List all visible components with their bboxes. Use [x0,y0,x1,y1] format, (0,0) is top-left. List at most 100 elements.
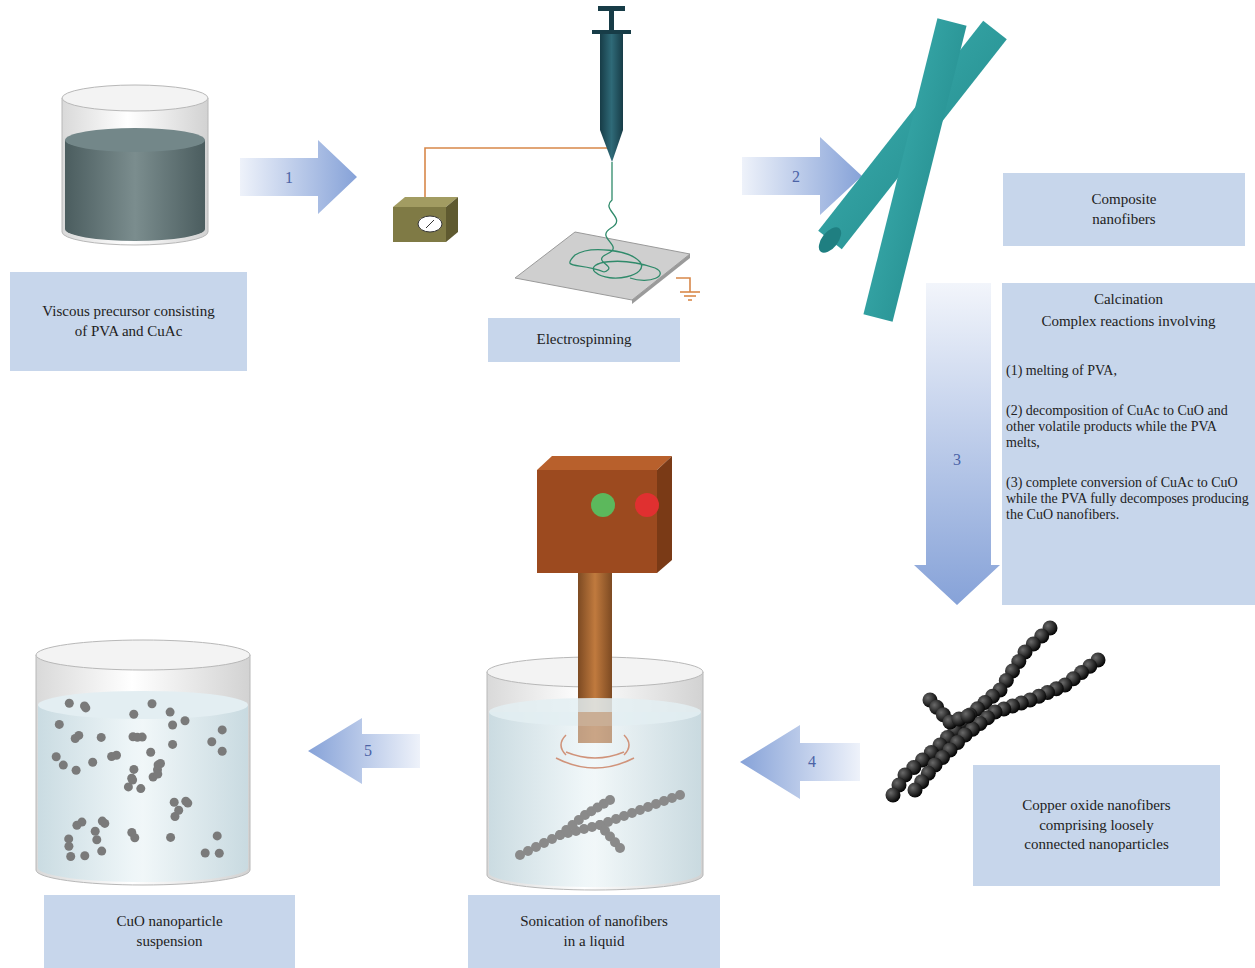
nanoparticle [65,699,74,708]
illustration-part [36,655,250,885]
nanoparticle [72,821,81,830]
illustration-part [578,573,612,743]
nanoparticle [72,766,81,775]
illustration-part [657,456,672,573]
caption-text: CuO nanoparticle suspension [105,912,235,951]
nanoparticle [170,798,179,807]
note-item: (2) decomposition of CuAc to CuO and oth… [1006,403,1251,451]
nanoparticle [88,758,97,767]
nanoparticle [213,831,222,840]
note-heading: Calcination [1006,289,1251,311]
nanoparticle [66,852,75,861]
nanoparticle [215,849,224,858]
nanoparticle [98,817,107,826]
illustration-part [609,8,614,32]
nanoparticle [52,752,61,761]
illustration-part [65,128,205,152]
nanoparticle [136,784,145,793]
illustration-part [515,790,685,860]
caption-box: CuO nanoparticle suspension [44,895,295,968]
illustration-part [591,493,615,517]
note-item: (3) complete conversion of CuAc to CuO w… [1006,475,1251,523]
illustration-part [680,291,700,293]
illustration-part [578,712,612,743]
illustration-part [676,278,690,292]
nanoparticle [166,708,175,717]
nanoparticle [181,797,190,806]
process-note-box: CalcinationComplex reactions involving (1… [1002,283,1255,605]
callout-number: 4 [808,753,816,771]
nanoparticle [207,737,216,746]
nanoparticle [886,788,901,803]
illustration-part [36,640,250,670]
illustration-part [878,22,952,318]
step-arrow [914,283,1000,605]
illustration-part [393,207,446,242]
illustration-part [561,735,566,755]
caption-text: Electrospinning [537,330,632,350]
callout-number: 2 [792,168,800,186]
illustration-part [556,758,634,768]
nanoparticle [174,806,183,815]
illustration-part [425,148,611,203]
illustration-part [624,735,629,755]
illustration-part [570,250,660,281]
illustration-part [515,232,690,300]
note-heading: Complex reactions involving [1006,311,1251,333]
nanoparticle [168,721,177,730]
illustration-part [38,691,248,719]
nanoparticle [146,748,155,757]
nanoparticle [124,782,133,791]
note-item: (1) melting of PVA, [1006,363,1251,379]
illustration-part [598,6,625,11]
nanoparticle [201,849,210,858]
nanoparticle [74,731,83,740]
nanoparticle [615,843,625,853]
nanoparticle [92,835,101,844]
caption-box: Composite nanofibers [1003,173,1245,246]
illustration-part [418,216,442,232]
nanoparticle [107,752,116,761]
illustration-part [602,162,617,272]
precursor-beaker [62,85,208,245]
illustration-part [62,98,208,245]
caption-text: Copper oxide nanofibers comprising loose… [1022,796,1172,855]
step-arrow [240,140,357,214]
callout-number: 5 [364,742,372,760]
nanoparticle [97,733,106,742]
illustration-part [684,295,696,297]
illustration-part [489,712,701,887]
electrospinning-setup [393,6,700,304]
nanoparticle [130,833,139,842]
illustration-part [600,34,623,130]
illustration-part [62,85,208,111]
nanoparticle [59,761,68,770]
nanoparticle [97,847,106,856]
caption-text: Sonication of nanofibers in a liquid [518,912,670,951]
illustration-part [600,130,623,162]
caption-box: Copper oxide nanofibers comprising loose… [973,765,1220,886]
illustration-part [537,470,657,573]
illustration-part [635,493,659,517]
suspension-beaker [36,640,250,885]
nanoparticle [80,851,89,860]
caption-box: Viscous precursor consisting of PVA and … [10,272,247,371]
sonicator [487,456,703,890]
illustration-part [592,30,631,34]
nanoparticle [127,774,136,783]
caption-box: Electrospinning [488,318,680,362]
nanoparticle [961,709,976,724]
illustration-part [446,197,458,242]
nanoparticle [133,733,142,742]
caption-text: Viscous precursor consisting of PVA and … [41,302,216,341]
nanoparticle [55,720,64,729]
nanoparticle [218,725,227,734]
illustration-part [38,705,248,882]
nanoparticle [218,747,227,756]
callout-number: 3 [953,451,961,469]
composite-nanofibers [814,22,995,318]
illustration-part [566,752,624,758]
illustration-part [632,254,690,304]
illustration-part [426,220,434,228]
illustration-part [814,223,845,256]
